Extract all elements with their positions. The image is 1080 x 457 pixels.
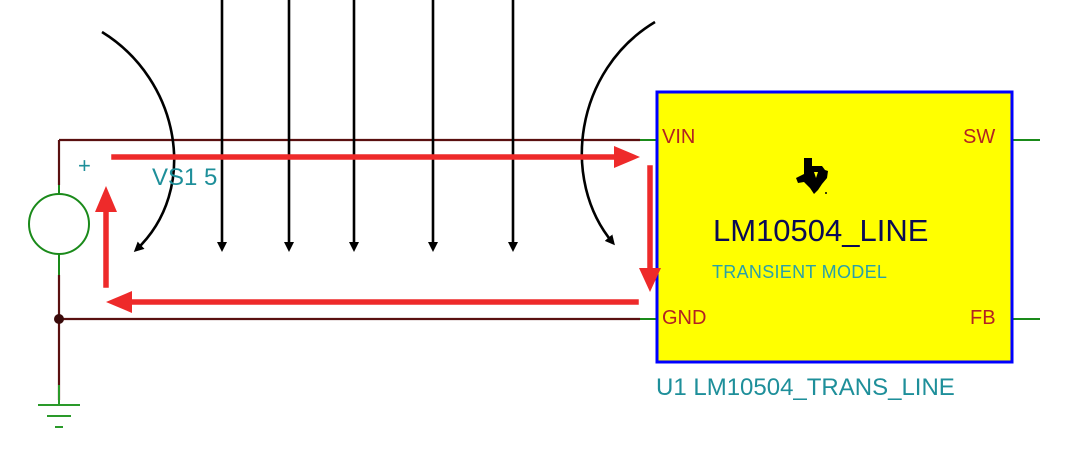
pin-vin-label: VIN (662, 126, 696, 148)
pin-wires (58, 139, 1040, 320)
junction-dot (54, 314, 64, 324)
current-loop (103, 154, 653, 305)
loop-wires (57, 138, 640, 321)
field-lines (101, 0, 656, 253)
source-plus-label: + (78, 153, 91, 178)
field-line-curved-right (580, 20, 656, 246)
ground-icon[interactable] (38, 385, 80, 428)
voltage-source-icon[interactable] (28, 193, 90, 255)
pin-sw-label: SW (963, 126, 996, 148)
current-arrowheads (95, 146, 661, 313)
ic-body[interactable] (655, 90, 1014, 364)
pin-gnd-label: GND (662, 307, 707, 329)
source-ref-label[interactable]: VS1 5 (152, 164, 218, 191)
ti-texas-logo-icon (796, 158, 828, 194)
part-ref-label[interactable]: U1 LM10504_TRANS_LINE (656, 374, 955, 401)
field-line-curved-left (101, 30, 176, 253)
part-name-label: LM10504_LINE (713, 213, 929, 248)
part-model-label: TRANSIENT MODEL (712, 262, 888, 282)
pin-fb-label: FB (970, 307, 996, 329)
